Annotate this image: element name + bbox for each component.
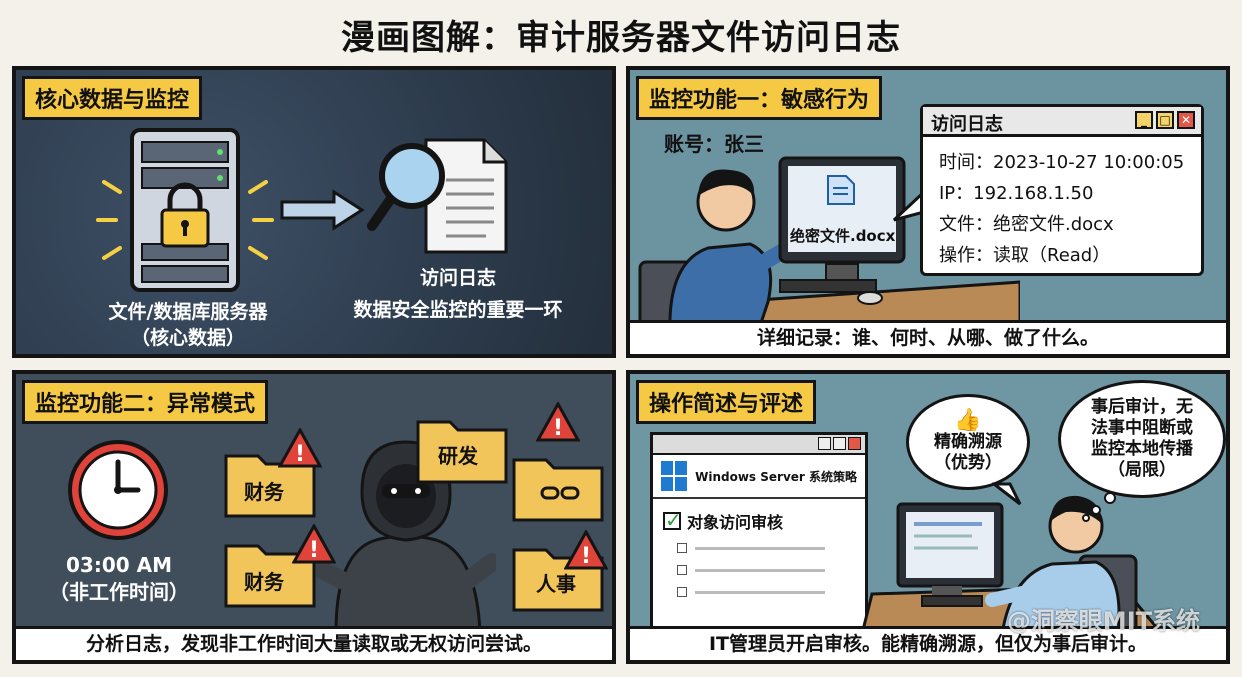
svg-text:!: ! [295,442,305,467]
panel-tag: 监控功能二：异常模式 [22,380,269,424]
bubble-advantage-line2: （优势） [934,453,1002,473]
minimize-icon[interactable] [818,437,831,450]
bubble-limitation-line2: 法事中阻断或 [1091,417,1193,438]
folder-broken-link [510,448,606,524]
log-window-title: 访问日志 [931,114,1003,135]
folder-label: 财务 [244,570,284,594]
log-label-line1: 访问日志 [419,267,496,289]
panel-tag: 核心数据与监控 [22,76,203,120]
lock-icon [160,182,210,248]
svg-text:!: ! [581,544,591,569]
folder-label: 研发 [438,444,478,468]
server-label-line1: 文件/数据库服务器 [108,301,268,323]
folder-icon [416,420,508,484]
folder-rnd: 研发 [414,410,510,486]
placeholder-row [653,581,865,603]
panel-anomaly-pattern: 监控功能二：异常模式 03:00 AM （非工作时间） 财务 研发 [12,370,616,664]
panel-core-data: 核心数据与监控 文件/数据库服务器 （核心数据） 访问日志 数据安全监控的重 [12,66,616,358]
bubble-advantage-line1: 精确溯源 [934,431,1002,452]
panel-caption: IT管理员开启审核。能精确溯源，但仅为事后审计。 [630,626,1226,660]
policy-window-titlebar [653,435,865,455]
account-label: 账号：张三 [664,132,764,156]
access-log-window: 访问日志 _ □ ✕ 时间：2023-10-27 10:00:05 IP：192… [920,104,1204,276]
glow-lines-icon [96,180,274,260]
close-icon[interactable]: ✕ [1177,111,1195,129]
log-window-titlebar: 访问日志 _ □ ✕ [923,107,1201,137]
bubble-advantage: 👍 精确溯源 （优势） [906,394,1030,490]
checkbox-checked-icon[interactable] [663,508,682,532]
server-label: 文件/数据库服务器 （核心数据） [68,300,308,351]
thought-dots [1082,492,1116,522]
placeholder-row [653,537,865,559]
svg-text:!: ! [553,416,563,441]
bubble-limitation: 事后审计，无 法事中阻断或 监控本地传播 （局限） [1058,380,1226,498]
minimize-icon[interactable]: _ [1135,111,1153,129]
alert-icon: ! [536,402,580,442]
alert-icon: ! [278,428,322,468]
clock-time: 03:00 AM [65,553,172,577]
close-icon[interactable] [848,437,861,450]
clock-note: （非工作时间） [49,580,189,604]
clock-icon [68,440,168,540]
panel-summary: 操作简述与评述 Windows Server 系统策略 对象访问审核 [626,370,1230,664]
thumbs-up-icon: 👍 [954,407,982,433]
broken-chain-icon [540,486,580,500]
log-line-time: 时间：2023-10-27 10:00:05 [939,152,1185,173]
bubble-limitation-line1: 事后审计，无 [1091,396,1193,417]
screen-file-label: 绝密文件.docx [790,227,896,245]
checkbox-label: 对象访问审核 [687,513,784,532]
svg-text:!: ! [309,538,319,563]
object-access-audit-option[interactable]: 对象访问审核 [653,499,865,537]
alert-icon: ! [292,524,336,564]
windows-logo-icon [661,461,688,491]
clock-time-label: 03:00 AM （非工作时间） [36,552,202,606]
log-label-line2: 数据安全监控的重要一环 [353,298,563,321]
desk-user-illustration [638,156,1020,332]
arrow-right-icon [280,189,365,231]
maximize-icon[interactable] [833,437,846,450]
maximize-icon[interactable]: □ [1156,111,1174,129]
panel-sensitive-behavior: 监控功能一：敏感行为 账号：张三 绝密文件.docx 访问日志 _ □ ✕ [626,66,1230,358]
panel-tag: 监控功能一：敏感行为 [636,76,883,120]
folder-label: 人事 [536,572,576,596]
alert-icon: ! [564,530,608,570]
document-icon [827,175,855,205]
watermark: @洞察眼MIT系统 [1006,607,1200,635]
folder-label: 财务 [244,480,284,504]
panel-caption: 详细记录：谁、何时、从哪、做了什么。 [630,320,1226,354]
bubble-limitation-line3: 监控本地传播 [1091,439,1193,459]
server-label-line2: （核心数据） [130,326,245,349]
log-line-ip: IP：192.168.1.50 [939,183,1094,204]
server-illustration [96,128,274,292]
placeholder-row [653,559,865,581]
bubble-limitation-line4: （局限） [1108,460,1176,481]
policy-window-title: Windows Server 系统策略 [695,469,857,484]
magnifier-document-icon [367,138,508,254]
panel-caption: 分析日志，发现非工作时间大量读取或无权访问尝试。 [16,626,612,660]
windows-policy-window: Windows Server 系统策略 对象访问审核 [650,432,868,642]
log-line-file: 文件：绝密文件.docx [939,214,1114,235]
page-title: 漫画图解：审计服务器文件访问日志 [341,18,901,58]
bubble-tail [992,482,1022,506]
log-label: 访问日志 数据安全监控的重要一环 [328,266,588,323]
policy-window-header: Windows Server 系统策略 [653,455,865,499]
log-line-operation: 操作：读取（Read） [939,245,1111,266]
panel-tag: 操作简述与评述 [636,380,817,424]
admin-desk-illustration [862,495,1164,634]
